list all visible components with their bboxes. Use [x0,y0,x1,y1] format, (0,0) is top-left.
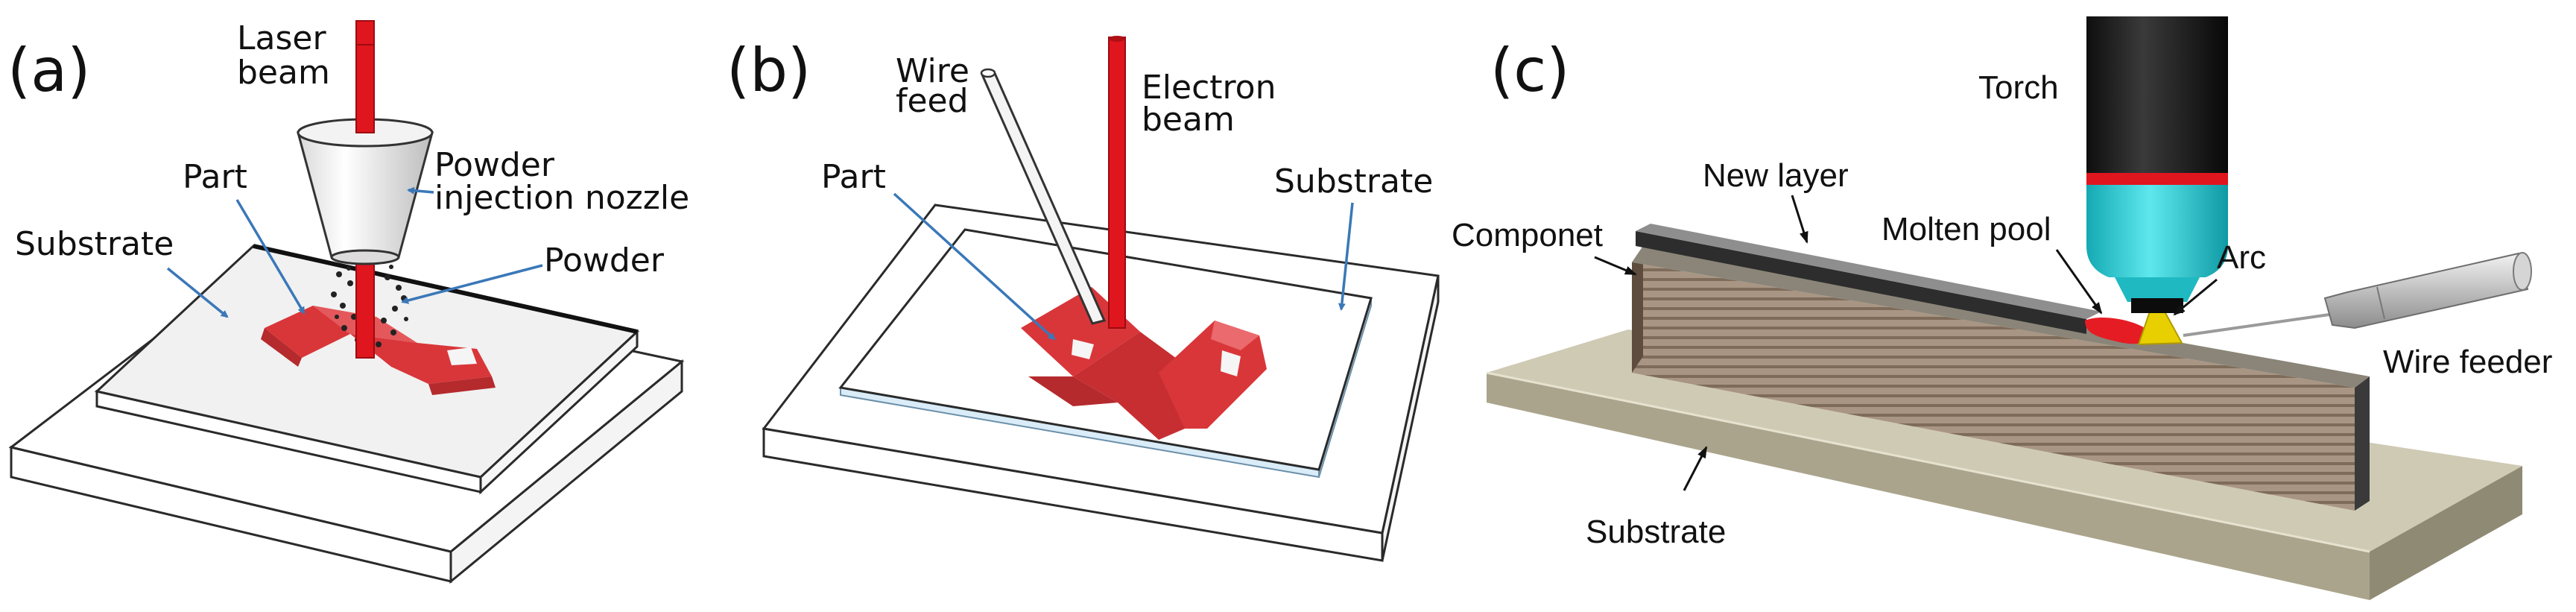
label-laser-beam-line2: beam [237,54,330,92]
leader-substrate-b [1338,202,1354,311]
panel-c-torch [2086,16,2228,313]
panel-a: (a) [7,19,689,584]
panel-b-wire-feed [980,68,1107,325]
panel-c-molten-pool [2085,317,2151,344]
label-wire-feeder: Wire feeder [2383,344,2552,380]
panel-c-new-layer [1636,224,2101,334]
label-componet: Componet [1452,217,1603,253]
leader-part-b [893,192,1056,341]
label-new-layer: New layer [1703,157,1849,194]
label-electron-beam-line2: beam [1142,101,1235,139]
leader-powder [401,264,543,304]
panel-c-wire-feeder [2183,252,2532,337]
leader-nozzle [407,186,434,195]
panel-c-arc [2137,311,2183,346]
panel-c: (c) [1452,16,2552,600]
leader-substrate-c [1683,446,1708,491]
label-substrate-b: Substrate [1274,163,1433,201]
label-arc: Arc [2217,239,2266,276]
label-molten-pool: Molten pool [1882,211,2051,247]
panel-b-part [1021,287,1267,440]
leader-substrate-a [166,267,229,318]
panel-a-label: (a) [7,36,90,105]
label-wire-feed-line1: Wire [896,52,969,90]
label-torch: Torch [1978,69,2059,106]
leader-arc [2173,278,2218,316]
leader-componet [1594,256,1637,276]
label-electron-beam-line1: Electron [1142,69,1276,107]
leader-part-a [235,199,306,315]
panel-b: (b) Wire [727,36,1440,562]
label-part-b: Part [821,158,886,196]
panel-c-label: (c) [1490,36,1569,105]
label-wire-feed-line2: feed [896,82,969,120]
panel-b-label: (b) [727,36,811,105]
label-substrate-a: Substrate [15,225,174,263]
panel-a-powder-particles [331,265,408,347]
panel-b-electron-beam [1108,37,1126,329]
label-nozzle-line1: Powder [434,146,555,184]
label-nozzle-line2: injection nozzle [434,179,689,217]
leader-molten-pool [2055,249,2103,315]
panel-a-powder-nozzle [297,44,434,265]
leader-new-layer [1791,195,1808,244]
label-part-a: Part [183,158,247,196]
label-laser-beam-line1: Laser [237,19,326,57]
label-powder: Powder [544,242,665,280]
label-substrate-c: Substrate [1586,514,1726,550]
